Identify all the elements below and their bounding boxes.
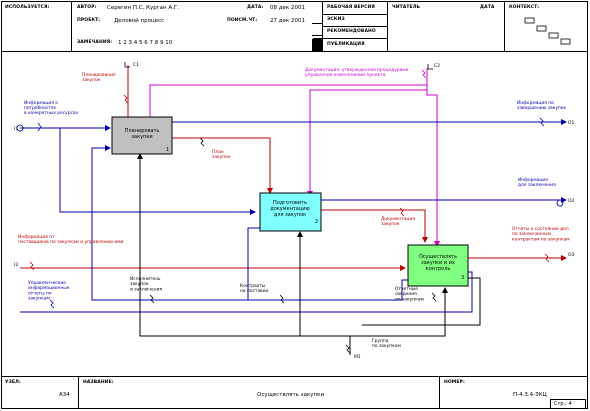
diagram-title: Осуществлять закупки [257, 392, 325, 398]
arrow-feedback-blue [91, 145, 410, 301]
page-number: Стр.: 4 [554, 401, 572, 407]
activity-box-2-number: 2 [315, 219, 318, 225]
context-label: КОНТЕКСТ: [509, 5, 540, 10]
arrow-docs [321, 209, 428, 243]
used-in-label: ИСПОЛЬЗУЕТСЯ: [5, 5, 50, 10]
context-thumbnail [524, 17, 571, 45]
tunnel-o2: О2 [568, 198, 575, 204]
status-publication: ПУБЛИКАЦИЯ [327, 42, 365, 47]
title-label: НАЗВАНИЕ: [83, 380, 114, 385]
author-value: Серегин П.С, Курган А.Г. [107, 5, 179, 11]
activity-box-1-number: 1 [166, 147, 169, 153]
notes-label: ЗАМЕЧАНИЯ: [77, 40, 113, 45]
activity-box-3-number: 3 [461, 275, 464, 281]
header-author-block: АВТОР: Серегин П.С, Курган А.Г. ДАТА: 08… [71, 1, 323, 52]
project-value: Деловой процесс [114, 18, 165, 24]
revision-label: ПОИСМ.ЧТ: [227, 18, 258, 23]
author-label: АВТОР: [77, 5, 97, 10]
project-label: ПРОЕКТ: [77, 18, 101, 23]
activity-box-1[interactable] [111, 116, 173, 155]
number-label: НОМЕР: [444, 380, 465, 385]
notes-value: 1 2 3 4 5 6 7 8 9 10 [118, 40, 173, 46]
tunnel-m1: М1 [354, 354, 361, 360]
label-input-needs-b: в конкретных ресурсах [24, 111, 79, 116]
tunnel-c2: С2 [434, 63, 440, 69]
status-working: РАБОЧАЯ ВЕРСИЯ [327, 5, 375, 10]
date-label: ДАТА: [247, 5, 264, 10]
tunnel-i2: I2 [14, 262, 18, 268]
status-draft: ЭСКИЗ [327, 17, 345, 22]
revision-value: 27 дек 2001 [270, 18, 306, 24]
page-box: Стр.: 4 [550, 399, 586, 409]
footer-number-block: НОМЕР: П-4.3.4-ЗКЦ Стр.: 4 [439, 376, 588, 409]
tunnel-o1: О1 [568, 120, 575, 126]
status-checkbox-column [312, 13, 323, 52]
arrow-plan [172, 137, 273, 194]
reader-label: ЧИТАТЕЛЬ [392, 5, 421, 10]
node-value: А34 [59, 392, 70, 398]
node-label: УЗЕЛ: [5, 380, 21, 385]
status-recommended: РЕКОМЕНДОВАНО [327, 29, 376, 34]
date-value: 08 дек 2001 [270, 5, 306, 11]
header-context-block: КОНТЕКСТ: [504, 1, 588, 52]
activity-box-2[interactable] [259, 192, 322, 232]
tunnel-o3: О3 [568, 252, 575, 258]
tunnel-c1: С1 [133, 62, 139, 68]
tunnel-i1: I1 [14, 126, 18, 132]
activity-box-3[interactable] [407, 244, 469, 287]
diagram-number: П-4.3.4-ЗКЦ [513, 392, 547, 398]
reader-date-label: ДАТА [480, 5, 495, 10]
arrow-m1-group [137, 153, 351, 355]
arrow-c2-documentation [149, 68, 438, 246]
